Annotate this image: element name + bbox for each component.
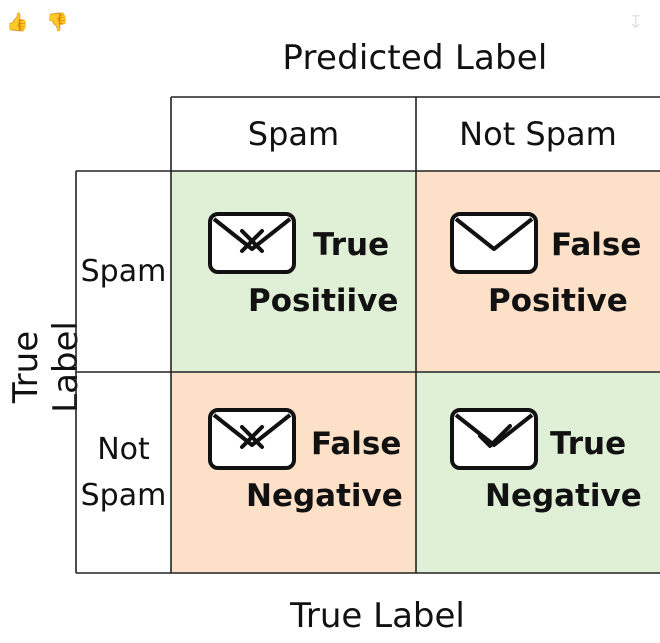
envelope-x-icon [208,212,296,274]
envelope-check-icon [450,408,538,470]
row-header-not-spam-line2: Spam [80,477,167,513]
column-header-spam: Spam [247,115,340,153]
thumbs-down-icon[interactable]: 👎 [46,12,69,33]
false-negative-label-line1: False [311,426,402,462]
predicted-label-title: Predicted Label [282,38,548,78]
false-negative-label-line2: Negative [246,478,403,514]
download-icon[interactable]: ↧ [628,12,644,33]
true-negative-label-line1: True [550,426,627,462]
envelope-icon [450,212,538,274]
true-label-bottom-title: True Label [290,596,465,636]
false-positive-label-line2: Positive [488,283,628,319]
false-positive-label-line1: False [551,227,642,263]
row-header-not-spam-line1: Not [97,431,150,467]
row-header-not-spam: Not Spam [76,372,171,573]
row-header-spam-label: Spam [80,253,167,289]
thumbs-up-icon[interactable]: 👍 [6,12,29,33]
true-positive-label-line2: Positiive [248,283,399,319]
true-positive-label-line1: True [313,227,390,263]
row-header-spam: Spam [76,171,171,372]
cell-true-negative [416,372,660,573]
true-negative-label-line2: Negative [485,478,642,514]
cell-false-negative [171,372,416,573]
envelope-x-icon [208,408,296,470]
column-header-not-spam: Not Spam [459,115,617,153]
